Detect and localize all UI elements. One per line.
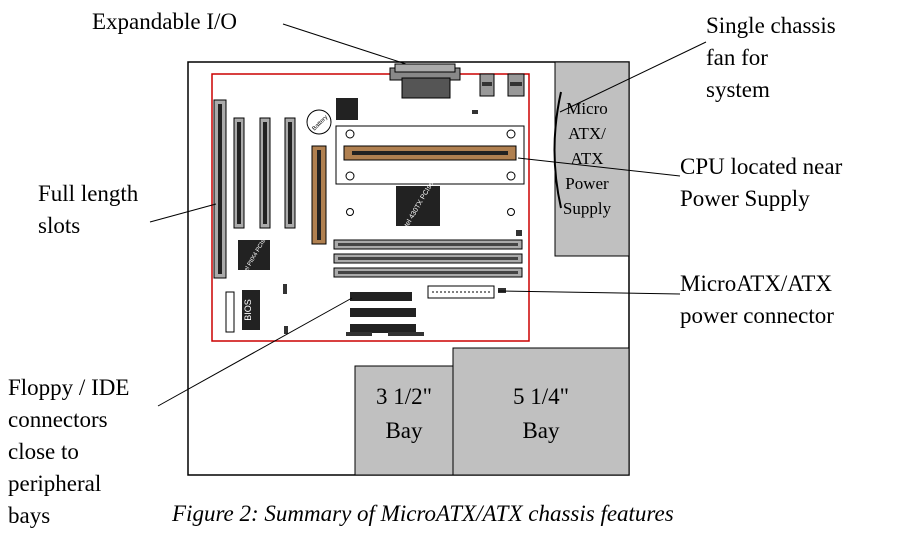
psu-label: Micro ATX/ ATX Power Supply [557,96,617,221]
leader-fan [559,41,707,113]
bay-3-5-text: Bay [385,418,423,443]
jumper [284,326,288,334]
psu-label-line: Supply [562,199,612,218]
label-fan-line2: fan for [706,45,768,70]
small-jumper [498,288,506,293]
battery [306,109,332,135]
dimm-slots [333,239,523,278]
mount-hole [507,208,515,216]
psu-label-line: ATX [570,149,604,168]
power-supply [554,61,630,257]
label-fan-line3: system [706,77,770,102]
label-cpu-line2: Power Supply [680,186,810,211]
misc-header [346,332,372,336]
label-floppy-line5: bays [8,503,51,528]
bay-5-25 [452,347,630,476]
label-floppy-line4: peripheral [8,471,102,496]
bios-chip [242,290,260,330]
label-fan-line1: Single chassis [706,13,836,38]
leader-power [497,290,681,295]
isa-slot [213,99,227,279]
jumper [283,284,287,294]
label-floppy-line3: close to [8,439,79,464]
label-expandable-io: Expandable I/O [92,9,237,34]
figure-caption: Figure 2: Summary of MicroATX/ATX chassi… [172,501,674,526]
label-power-line1: MicroATX/ATX [680,271,833,296]
psu-label-line: Micro [566,99,608,118]
leader-floppy [157,297,353,407]
leader-expandable-io [282,23,407,65]
bay-3-5 [354,365,454,476]
cpu-slot [335,125,525,185]
jumper [516,230,522,236]
bay-5-25-text: Bay [522,418,560,443]
label-cpu-line1: CPU located near [680,154,843,179]
ide-connectors [350,292,416,333]
psu-label-line: Power [565,174,609,193]
bay-5-25-size: 5 1/4" [512,384,570,409]
label-floppy-line2: connectors [8,407,108,432]
agp-slot [311,145,327,245]
chipset-chip [396,186,440,226]
psu-label-line: ATX/ [568,124,606,143]
bay-5-25-label: 5 1/4" Bay [453,380,629,448]
mount-hole [346,208,354,216]
chassis-fan [553,91,562,209]
header-pins [225,291,235,333]
io-connectors [389,63,525,99]
label-slots-line2: slots [38,213,81,238]
leader-slots [149,203,217,223]
leader-cpu [517,157,681,177]
label-slots-line1: Full length [38,181,139,206]
bay-3-5-label: 3 1/2" Bay [355,380,453,448]
label-power-line2: power connector [680,303,834,328]
io-chip [336,98,358,120]
jumper [472,110,478,114]
front-panel-header [388,332,424,336]
pci-slots [233,117,296,229]
bay-3-5-size: 3 1/2" [375,384,433,409]
bios-label: BIOS [243,299,253,321]
label-floppy-line1: Floppy / IDE [8,375,130,400]
piix-chip [238,240,270,270]
